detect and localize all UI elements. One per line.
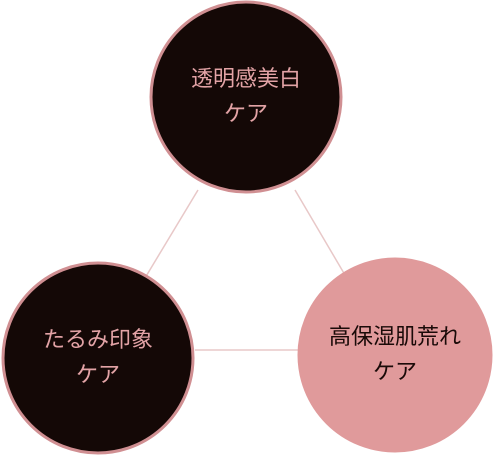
node-right: 高保湿肌荒れ ケア — [297, 257, 493, 453]
node-right-label-line1: 高保湿肌荒れ — [329, 325, 461, 350]
node-right-circle — [297, 257, 493, 453]
node-right-label-line2: ケア — [373, 360, 417, 385]
connector-top-left — [144, 189, 199, 279]
node-top-label-line1: 透明感美白 — [191, 67, 301, 92]
node-top-label-line2: ケア — [224, 102, 268, 127]
node-top-circle — [149, 0, 343, 194]
node-left-label-line1: たるみ印象 — [43, 328, 153, 353]
connector-top-right — [294, 189, 346, 276]
node-top: 透明感美白 ケア — [149, 0, 343, 194]
node-left-circle — [1, 261, 195, 455]
node-left-label-line2: ケア — [76, 363, 120, 388]
node-left: たるみ印象 ケア — [1, 261, 195, 455]
